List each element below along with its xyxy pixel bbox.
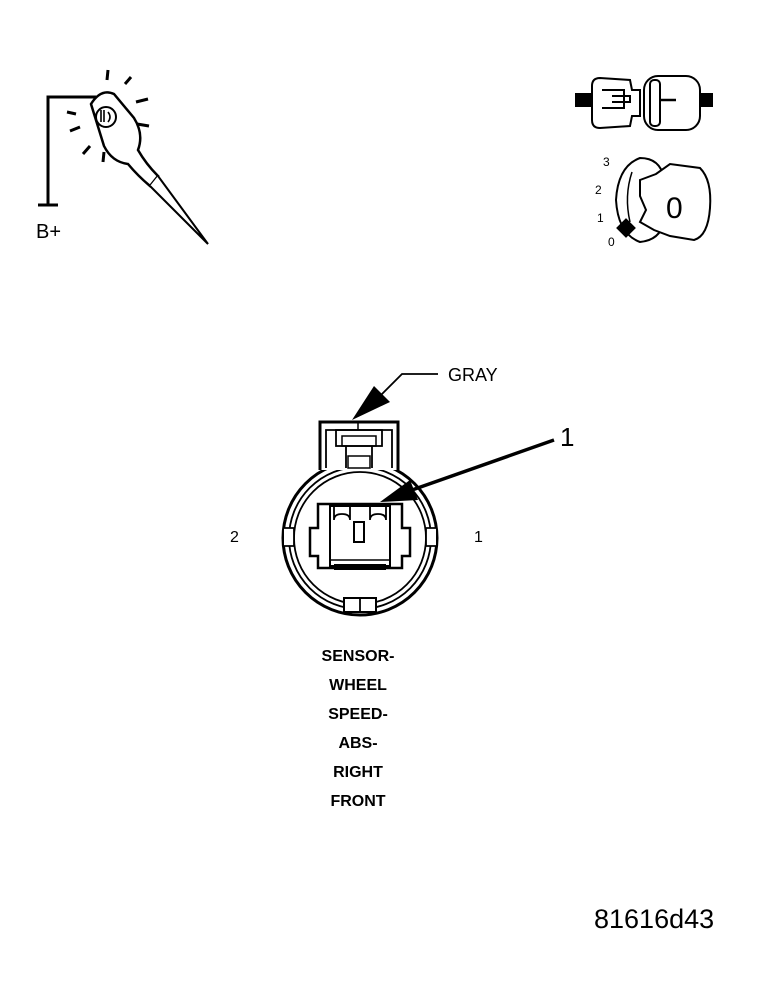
connector-face (281, 420, 439, 617)
pin-label-1: 1 (474, 529, 483, 546)
caption-line-6: FRONT (330, 793, 386, 810)
callout-1-leader (380, 438, 555, 502)
b-plus-label: B+ (36, 221, 62, 243)
caption-line-2: WHEEL (329, 677, 387, 694)
pin-label-2: 2 (230, 529, 239, 546)
callout-number: 1 (560, 422, 575, 452)
ignition-key-label: 0 (666, 192, 683, 225)
figure-id: 81616d43 (594, 904, 715, 934)
test-light-icon (38, 69, 209, 245)
caption-line-3: SPEED- (328, 706, 388, 723)
caption-line-5: RIGHT (333, 764, 383, 781)
ignition-position-2: 2 (595, 183, 602, 197)
gray-wire-callout (352, 373, 438, 420)
ignition-key-icon (614, 156, 712, 244)
ignition-position-0: 0 (608, 235, 615, 249)
ignition-position-3: 3 (603, 155, 610, 169)
caption-line-4: ABS- (338, 735, 378, 752)
disconnected-connector-icon (575, 75, 713, 131)
caption-line-1: SENSOR- (321, 648, 395, 665)
ignition-position-1: 1 (597, 211, 604, 225)
wire-color-label: GRAY (448, 365, 498, 385)
